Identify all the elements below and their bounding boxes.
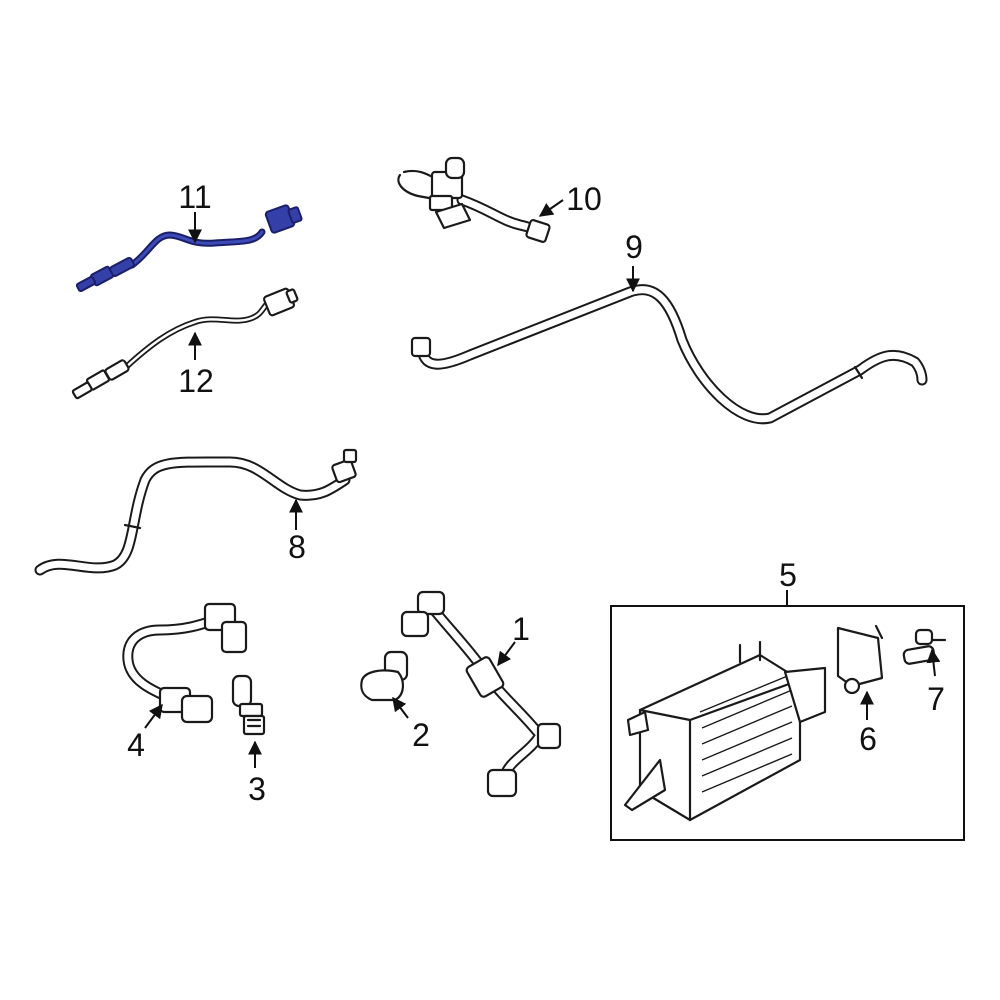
callout-12: 12 [178,363,214,399]
callout-5: 5 [779,557,797,593]
callout-3: 3 [248,771,266,807]
part-6-sensor[interactable] [836,624,884,695]
part-7-connector[interactable] [902,628,947,665]
part-3-sensor[interactable] [231,674,266,736]
part-4-hose[interactable] [122,602,248,724]
callout-9: 9 [625,229,643,265]
callout-2: 2 [412,717,430,753]
part-10-vent-solenoid[interactable] [397,156,551,243]
part-12-oxygen-sensor[interactable] [71,287,299,400]
callout-11: 11 [178,179,211,215]
part-8-purge-hose[interactable] [34,448,358,576]
callout-6: 6 [859,721,877,757]
part-9-vent-hose[interactable] [410,284,928,425]
callout-10: 10 [566,181,602,217]
part-2-sensor[interactable] [360,650,409,702]
callout-8: 8 [288,529,306,565]
leader-lines [144,199,941,768]
part-1-hose-assembly[interactable] [400,590,562,798]
part-5-evap-canister[interactable] [623,640,827,822]
part-11-oxygen-sensor[interactable] [75,204,303,293]
callout-7: 7 [927,681,945,717]
callout-1: 1 [512,611,530,647]
callout-4: 4 [127,727,145,763]
